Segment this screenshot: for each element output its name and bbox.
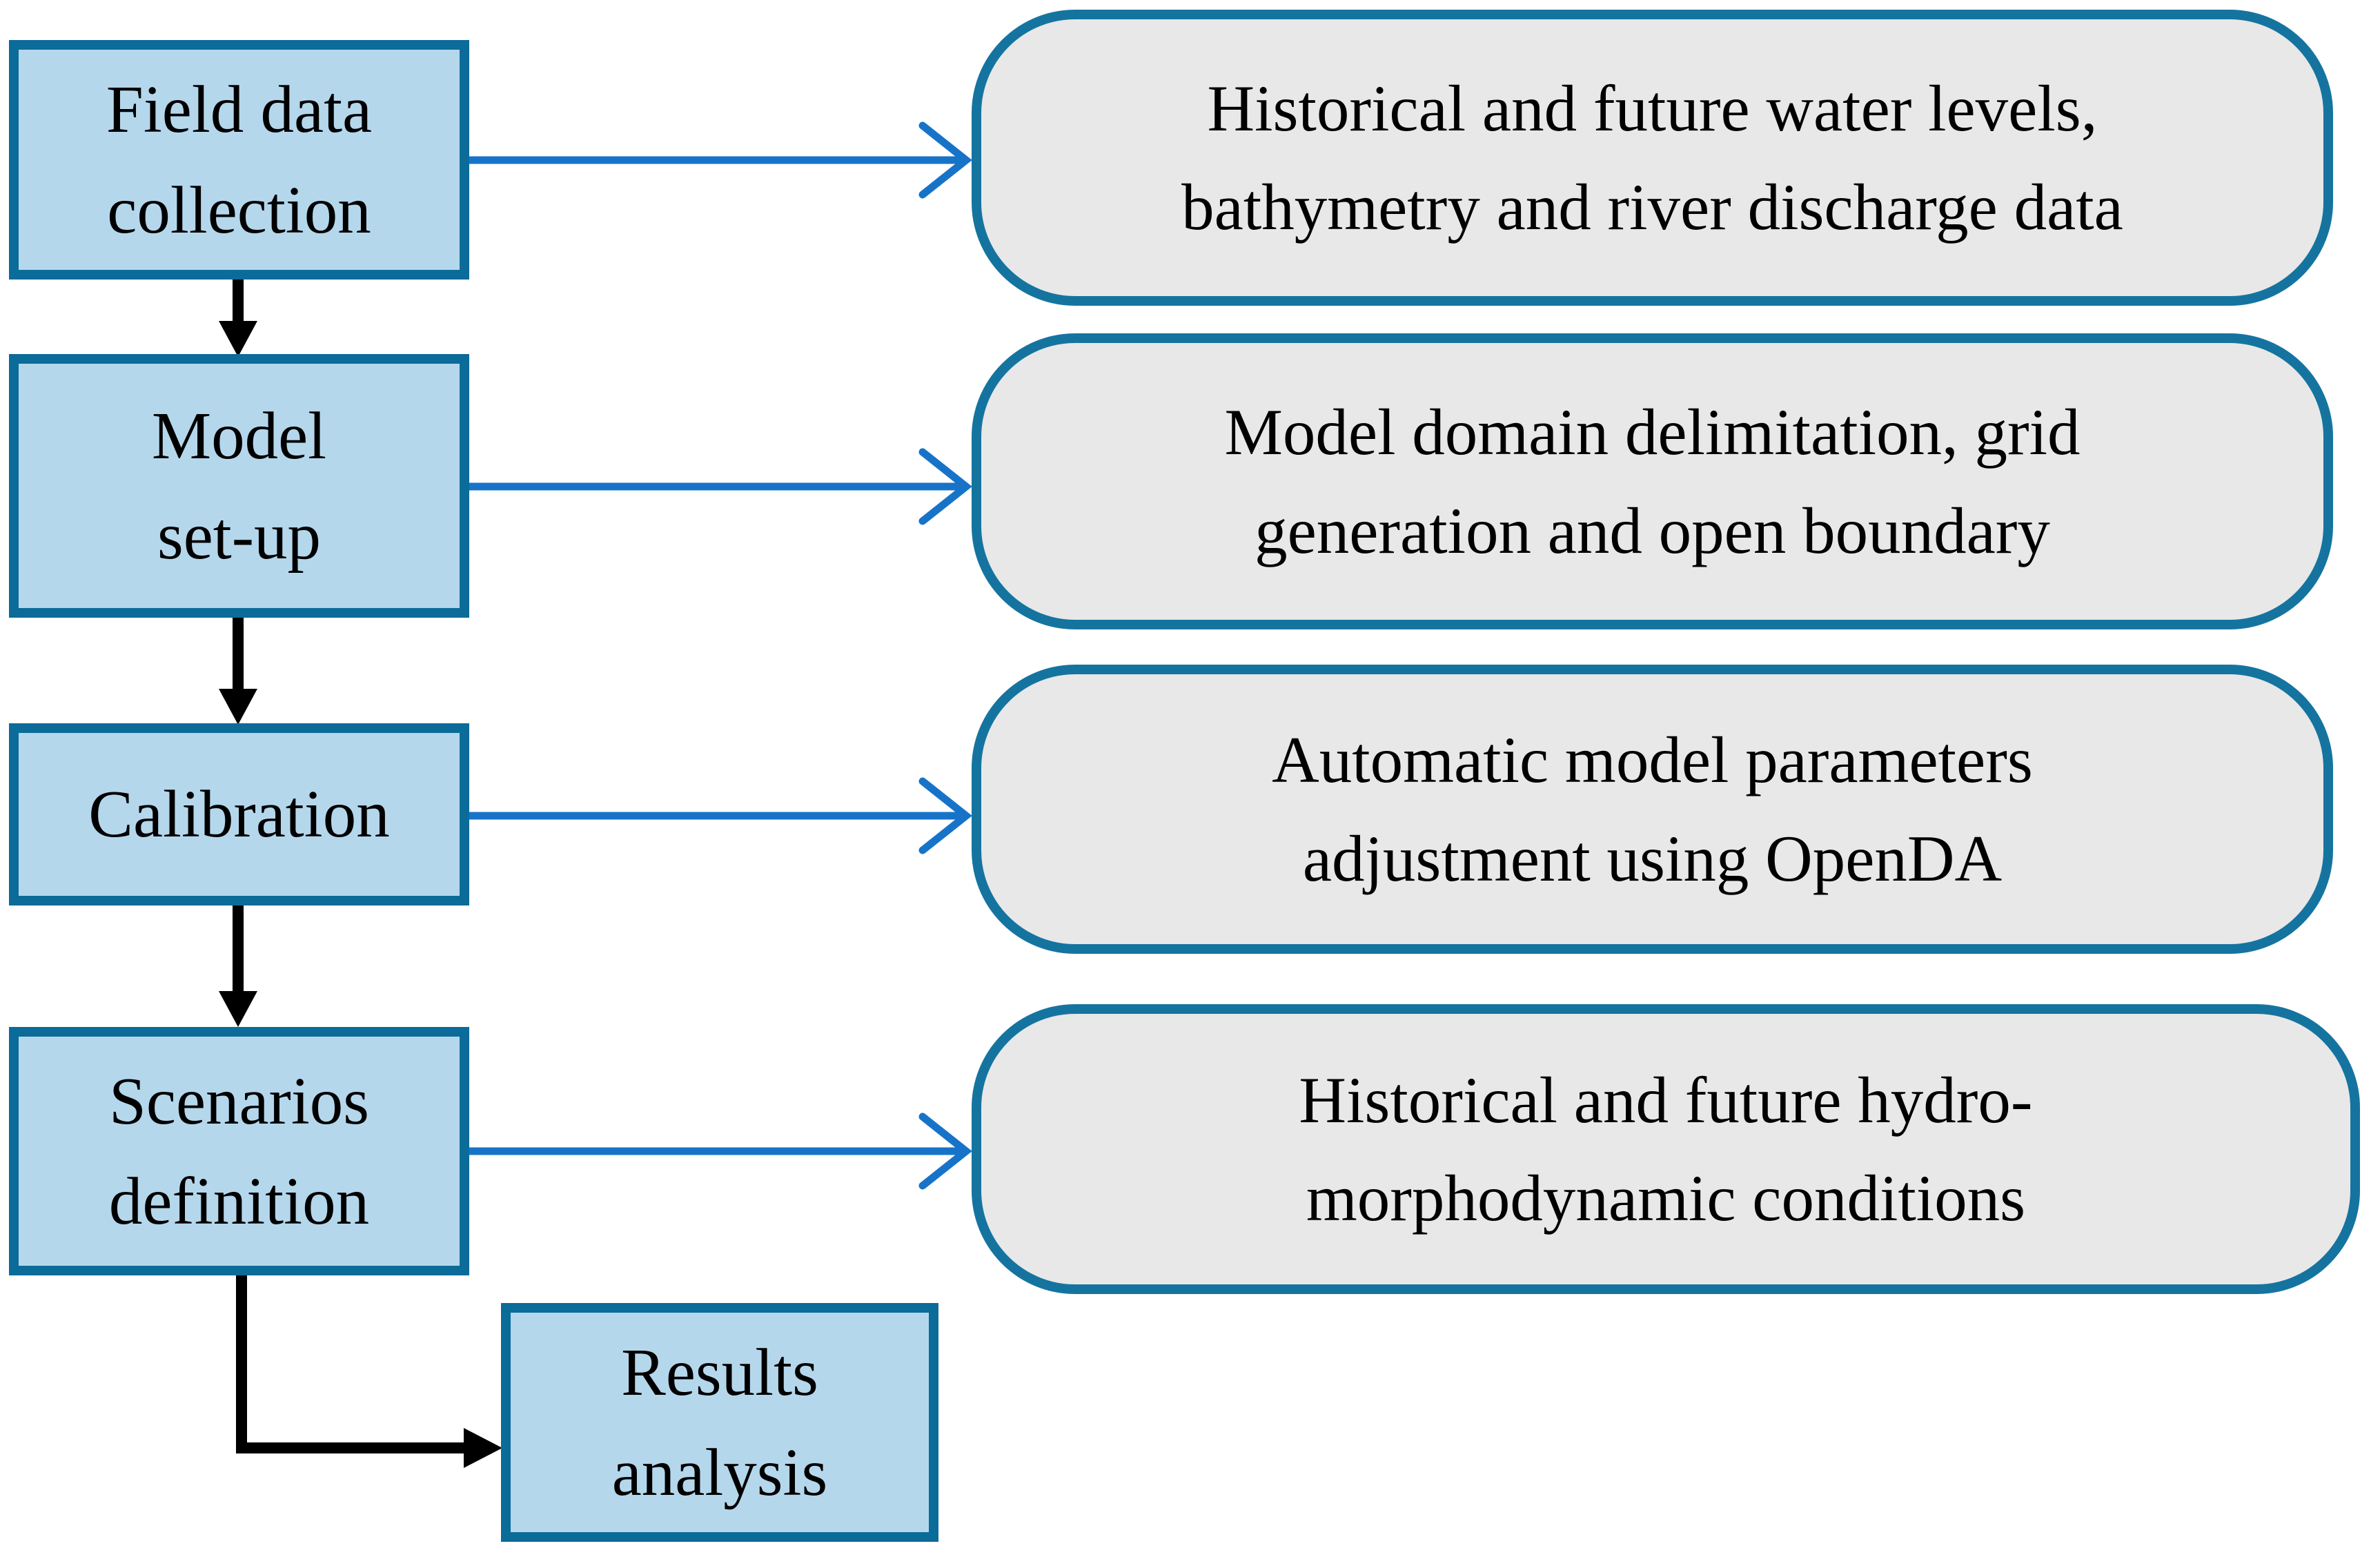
capsule-text: Historical and future water levels, [1207, 72, 2098, 145]
node-label: definition [108, 1164, 370, 1238]
node-field-data-collection: Field data collection [9, 40, 469, 280]
node-label: Results [621, 1335, 818, 1409]
capsule-text: morphodynamic conditions [1306, 1162, 2026, 1235]
node-results-analysis: Results analysis [501, 1303, 938, 1542]
arrow-down-icon [219, 278, 257, 357]
node-model-set-up: Model set-up [9, 354, 469, 618]
arrow-elbow-icon [236, 1274, 502, 1468]
node-label: analysis [611, 1436, 828, 1509]
node-scenarios-definition: Scenarios definition [9, 1027, 469, 1275]
arrow-down-icon [219, 616, 257, 725]
arrow-right-icon [469, 1113, 972, 1190]
node-calibration: Calibration [9, 723, 469, 905]
capsule-model-setup-description: Model domain delimitation, grid generati… [972, 333, 2333, 629]
node-label: Scenarios [108, 1064, 370, 1138]
arrow-right-icon [469, 777, 972, 854]
capsule-text: Model domain delimitation, grid [1224, 395, 2081, 469]
capsule-field-data-description: Historical and future water levels, bath… [972, 10, 2333, 306]
node-label: Calibration [88, 777, 390, 852]
node-label: set-up [157, 499, 322, 573]
capsule-text: generation and open boundary [1255, 493, 2050, 567]
capsule-text: adjustment using OpenDA [1302, 821, 2003, 895]
capsule-scenarios-description: Historical and future hydro- morphodynam… [972, 1004, 2360, 1294]
arrow-right-icon [469, 448, 972, 525]
arrow-right-icon [469, 121, 972, 199]
capsule-text: bathymetry and river discharge data [1181, 170, 2123, 244]
arrow-down-icon [219, 904, 257, 1027]
node-label: Model [151, 398, 327, 473]
capsule-calibration-description: Automatic model parameters adjustment us… [972, 665, 2333, 954]
capsule-text: Historical and future hydro- [1299, 1063, 2033, 1137]
capsule-text: Automatic model parameters [1272, 723, 2033, 796]
node-label: Field data [106, 72, 373, 146]
node-label: collection [107, 173, 371, 247]
